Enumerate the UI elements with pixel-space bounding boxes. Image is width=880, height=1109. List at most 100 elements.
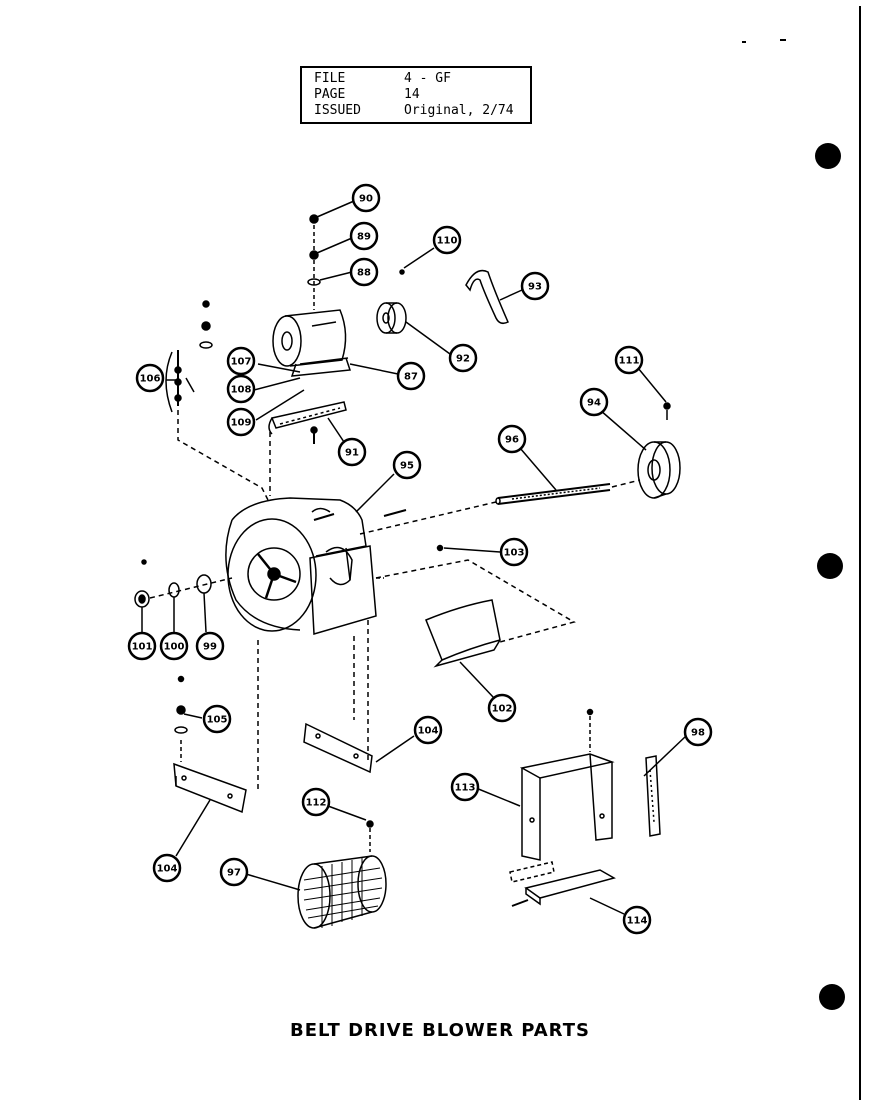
callout-113: 113 <box>450 772 480 802</box>
shaft-guide-line <box>359 501 497 535</box>
callout-104: 104 <box>152 853 182 883</box>
setscrew-111 <box>663 402 671 410</box>
callout-number: 99 <box>203 642 217 653</box>
callout-circle <box>226 374 256 404</box>
angle-bracket-left <box>173 762 247 814</box>
callout-circle <box>520 271 550 301</box>
callout-number: 96 <box>505 435 519 446</box>
callout-circle <box>396 361 426 391</box>
washer-100 <box>168 582 180 598</box>
screw-110 <box>399 269 405 275</box>
callout-circle <box>579 387 609 417</box>
callout-number: 108 <box>231 385 252 396</box>
callout-circle <box>226 346 256 376</box>
blower-housing <box>225 497 377 635</box>
callout-112: 112 <box>301 787 331 817</box>
callout-111: 111 <box>614 345 644 375</box>
callout-110: 110 <box>432 225 462 255</box>
callout-107: 107 <box>226 346 256 376</box>
callout-number: 89 <box>357 232 371 243</box>
callout-103: 103 <box>499 537 529 567</box>
callout-95: 95 <box>392 450 422 480</box>
binder-hole-bottom <box>819 984 845 1010</box>
callout-92: 92 <box>448 343 478 373</box>
collar-101-hole <box>138 594 146 604</box>
bracket-screw <box>586 708 594 716</box>
blower-pulley <box>637 441 681 499</box>
callout-number: 100 <box>164 642 185 653</box>
screw-105-top <box>177 675 185 683</box>
callout-circle <box>499 537 529 567</box>
page-value: 14 <box>404 87 420 102</box>
callout-94: 94 <box>579 387 609 417</box>
bolt-head <box>310 426 318 434</box>
callout-circle <box>487 693 517 723</box>
binder-hole-middle <box>817 553 843 579</box>
callout-number: 104 <box>418 726 439 737</box>
binder-hole-top <box>815 143 841 169</box>
adjusting-bolt-assembly <box>165 300 213 413</box>
callout-number: 88 <box>357 268 371 279</box>
cutoff-plate <box>425 599 501 668</box>
callout-number: 106 <box>140 374 161 385</box>
screw-103 <box>436 544 444 552</box>
callout-99: 99 <box>195 631 225 661</box>
angle-bracket-right <box>303 722 373 774</box>
callout-circle <box>202 704 232 734</box>
callout-circle <box>450 772 480 802</box>
file-info-box: FILE 4 - GF PAGE 14 ISSUED Original, 2/7… <box>300 66 532 124</box>
callout-100: 100 <box>159 631 189 661</box>
callout-106: 106 <box>135 363 165 393</box>
callout-circle <box>622 905 652 935</box>
callout-circle <box>127 631 157 661</box>
callout-circle <box>351 183 381 213</box>
support-strip <box>645 755 661 837</box>
nut-90 <box>309 214 319 224</box>
file-label: FILE <box>314 71 346 86</box>
nut-105 <box>176 705 186 715</box>
page-row: PAGE 14 <box>314 88 420 102</box>
callout-circle <box>392 450 422 480</box>
callout-114: 114 <box>622 905 652 935</box>
callout-circle <box>152 853 182 883</box>
shaft-line-left <box>149 577 233 599</box>
callout-circle <box>614 345 644 375</box>
callout-circle <box>219 857 249 887</box>
callout-number: 111 <box>619 356 640 367</box>
callout-circle <box>349 257 379 287</box>
callout-104: 104 <box>413 715 443 745</box>
callout-101: 101 <box>127 631 157 661</box>
callout-number: 109 <box>231 418 252 429</box>
callout-97: 97 <box>219 857 249 887</box>
callout-circle <box>135 363 165 393</box>
drawing-title: BELT DRIVE BLOWER PARTS <box>290 1020 590 1041</box>
callout-number: 87 <box>404 372 418 383</box>
issued-value: Original, 2/74 <box>404 103 514 118</box>
file-value: 4 - GF <box>404 71 451 86</box>
callout-circle <box>195 631 225 661</box>
bearing-99 <box>196 574 212 594</box>
callout-number: 103 <box>504 548 525 559</box>
callout-circle <box>226 407 256 437</box>
callout-number: 94 <box>587 398 601 409</box>
callout-leaders <box>141 200 687 915</box>
callout-87: 87 <box>396 361 426 391</box>
pulley-guide-line <box>611 479 641 488</box>
callout-number: 104 <box>157 864 178 875</box>
callout-number: 101 <box>132 642 153 653</box>
callout-circle <box>301 787 331 817</box>
motor-pulley <box>376 302 407 334</box>
screw-small <box>141 559 147 565</box>
callout-number: 112 <box>306 798 327 809</box>
callout-number: 91 <box>345 448 359 459</box>
callout-circle <box>159 631 189 661</box>
callout-89: 89 <box>349 221 379 251</box>
file-row: FILE 4 - GF <box>314 71 451 86</box>
callout-circle <box>683 717 713 747</box>
callout-number: 98 <box>691 728 705 739</box>
bearing-bracket <box>519 753 615 861</box>
callout-circle <box>349 221 379 251</box>
belt <box>465 269 509 325</box>
